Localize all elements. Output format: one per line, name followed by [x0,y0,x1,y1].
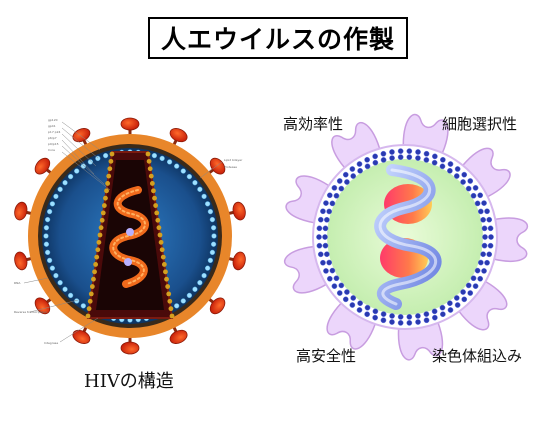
gp120-knob [14,201,28,221]
tiny-annotation-label: Reverse transcriptase [14,310,47,314]
tiny-annotation-label: Protease [224,165,237,169]
gp120-knob [120,117,140,131]
enzyme-dot-1 [126,228,134,236]
tiny-annotation-label: p6/p7 [48,136,57,140]
gp120-knob [232,251,246,271]
capsid-bead-edge [85,151,175,319]
tiny-annotation-label: p9/p15 [48,142,59,146]
rna-strand-2 [112,189,146,285]
ligand-petal [461,147,511,198]
ligand-petal [331,121,381,169]
ligand-petal [326,302,377,350]
gp120-knob [72,128,91,143]
gp120-knob [14,251,28,271]
tiny-annotation-label: RNA [14,281,21,285]
tiny-annotation-label: p17 p24 [48,130,60,134]
vector-illustration [284,113,529,361]
gp120-knob [169,128,188,143]
label-chromosome-integration: 染色体組込み [432,347,523,365]
chromosome-helix [374,164,442,310]
label-cell-selectivity: 細胞選択性 [442,115,518,133]
tiny-annotation-label: Integrase [44,341,58,345]
gp120-knob [120,341,140,355]
targeting-ligands [284,113,529,361]
title-box: 人エウイルスの作製 [148,17,408,59]
gp120-knob [169,329,188,344]
label-high-safety: 高安全性 [296,347,357,365]
enzyme-dot-2 [124,258,132,266]
ligand-petal [402,113,449,154]
gp120-knob [34,157,51,175]
title-text: 人エウイルスの作製 [160,25,395,54]
annotation-lines [23,121,223,343]
tiny-annotation-label: Lipid bilayer [224,158,243,162]
envelope-knobs [14,117,246,355]
ligand-petal [493,217,529,263]
tiny-annotation-label: gp120 [48,118,58,122]
gp120-knob [209,297,226,315]
gp120-knob [72,329,91,344]
hiv-caption: HIVの構造 [84,371,174,392]
ligand-petal [397,322,444,361]
vector-bead-ring [316,148,494,326]
label-high-efficiency: 高効率性 [283,115,344,133]
gp120-knob [209,157,226,175]
tiny-annotation-label: gp41 [48,124,56,128]
tiny-annotation-label: Core [48,148,55,152]
ligand-petal [458,280,508,331]
gp120-knob [232,201,246,221]
vector-core [327,159,483,315]
